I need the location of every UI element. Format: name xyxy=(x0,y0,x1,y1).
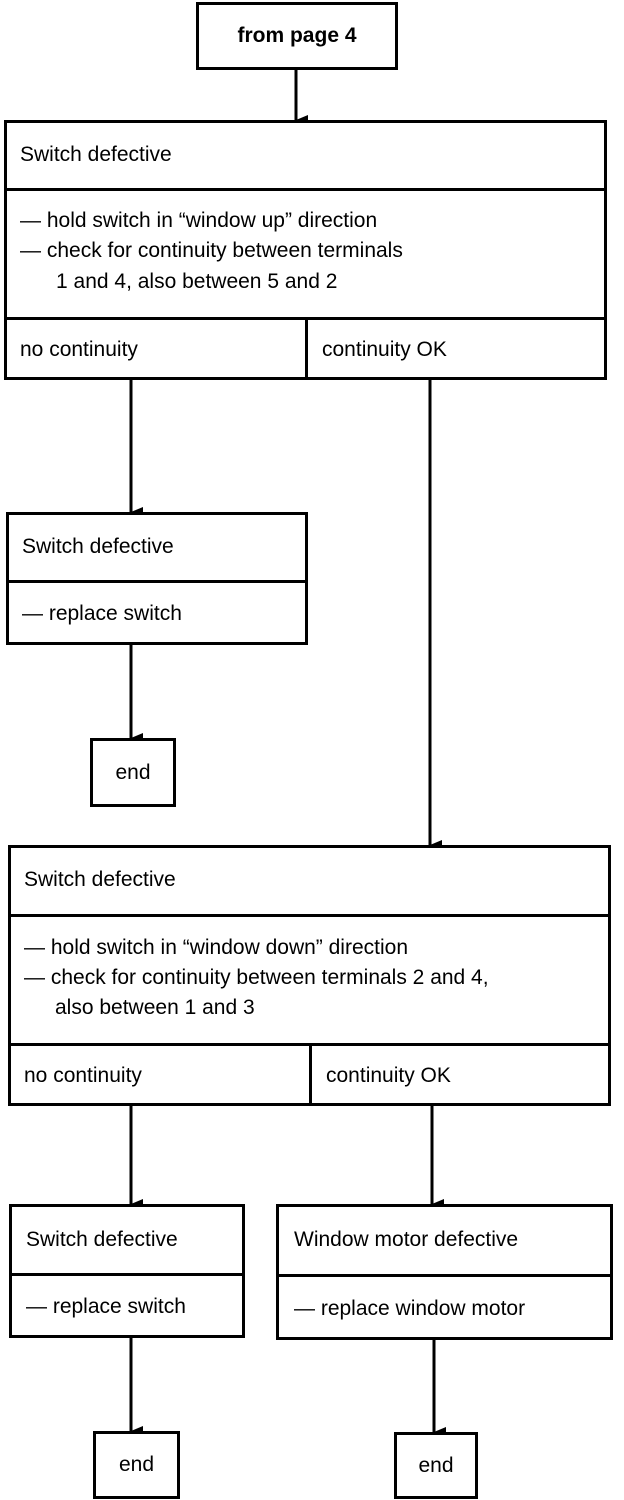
switch-down-test-step: — check for continuity between terminals… xyxy=(24,966,489,989)
switch-down-test-title: Switch defective xyxy=(24,868,176,891)
end-box-lower-left: end xyxy=(93,1431,180,1499)
switch-up-test-branch-section: no continuity continuity OK xyxy=(7,317,604,380)
switch-up-test-step: 1 and 4, also between 5 and 2 xyxy=(56,270,338,293)
replace-switch-box-lower: Switch defective — replace switch xyxy=(9,1204,245,1338)
switch-down-test-steps-section: — hold switch in “window down” direction… xyxy=(11,914,608,1043)
switch-down-test-title-section: Switch defective xyxy=(11,848,608,914)
end-box-lower-right: end xyxy=(394,1432,478,1499)
branch-no-continuity-label: no continuity xyxy=(24,1064,142,1087)
switch-down-test-branch-section: no continuity continuity OK xyxy=(11,1043,608,1106)
start-label: from page 4 xyxy=(237,24,357,47)
replace-switch-lower-action: — replace switch xyxy=(26,1295,186,1318)
replace-switch-lower-action-section: — replace switch xyxy=(12,1273,242,1338)
replace-switch-upper-action: — replace switch xyxy=(22,602,182,625)
replace-motor-title: Window motor defective xyxy=(294,1228,519,1251)
replace-motor-title-section: Window motor defective xyxy=(279,1207,610,1274)
end-label: end xyxy=(418,1453,454,1477)
end-label: end xyxy=(118,1453,155,1476)
switch-down-test-box: Switch defective — hold switch in “windo… xyxy=(8,845,611,1106)
branch-continuity-ok-label: continuity OK xyxy=(326,1064,451,1087)
branch-continuity-ok-label: continuity OK xyxy=(322,338,447,361)
branch-divider xyxy=(309,1046,312,1106)
replace-switch-lower-title: Switch defective xyxy=(26,1228,178,1251)
replace-switch-upper-title: Switch defective xyxy=(22,535,174,558)
switch-up-test-steps-section: — hold switch in “window up” direction —… xyxy=(7,188,604,317)
switch-up-test-step: — check for continuity between terminals xyxy=(20,239,403,262)
replace-motor-action-section: — replace window motor xyxy=(279,1274,610,1340)
replace-motor-action: — replace window motor xyxy=(294,1297,526,1320)
replace-switch-upper-action-section: — replace switch xyxy=(9,580,305,645)
replace-motor-box: Window motor defective — replace window … xyxy=(276,1204,613,1340)
switch-up-test-step: — hold switch in “window up” direction xyxy=(20,209,378,232)
switch-down-test-step: also between 1 and 3 xyxy=(55,996,255,1019)
branch-no-continuity-label: no continuity xyxy=(20,338,138,361)
switch-down-test-step: — hold switch in “window down” direction xyxy=(24,936,408,959)
replace-switch-lower-title-section: Switch defective xyxy=(12,1207,242,1273)
replace-switch-upper-title-section: Switch defective xyxy=(9,515,305,580)
switch-up-test-title: Switch defective xyxy=(20,143,172,166)
branch-divider xyxy=(305,320,308,380)
end-label: end xyxy=(115,760,151,784)
switch-up-test-box: Switch defective — hold switch in “windo… xyxy=(4,120,607,380)
switch-up-test-title-section: Switch defective xyxy=(7,123,604,188)
start-box: from page 4 xyxy=(196,2,398,70)
end-box-upper: end xyxy=(90,738,176,807)
replace-switch-box-upper: Switch defective — replace switch xyxy=(6,512,308,645)
